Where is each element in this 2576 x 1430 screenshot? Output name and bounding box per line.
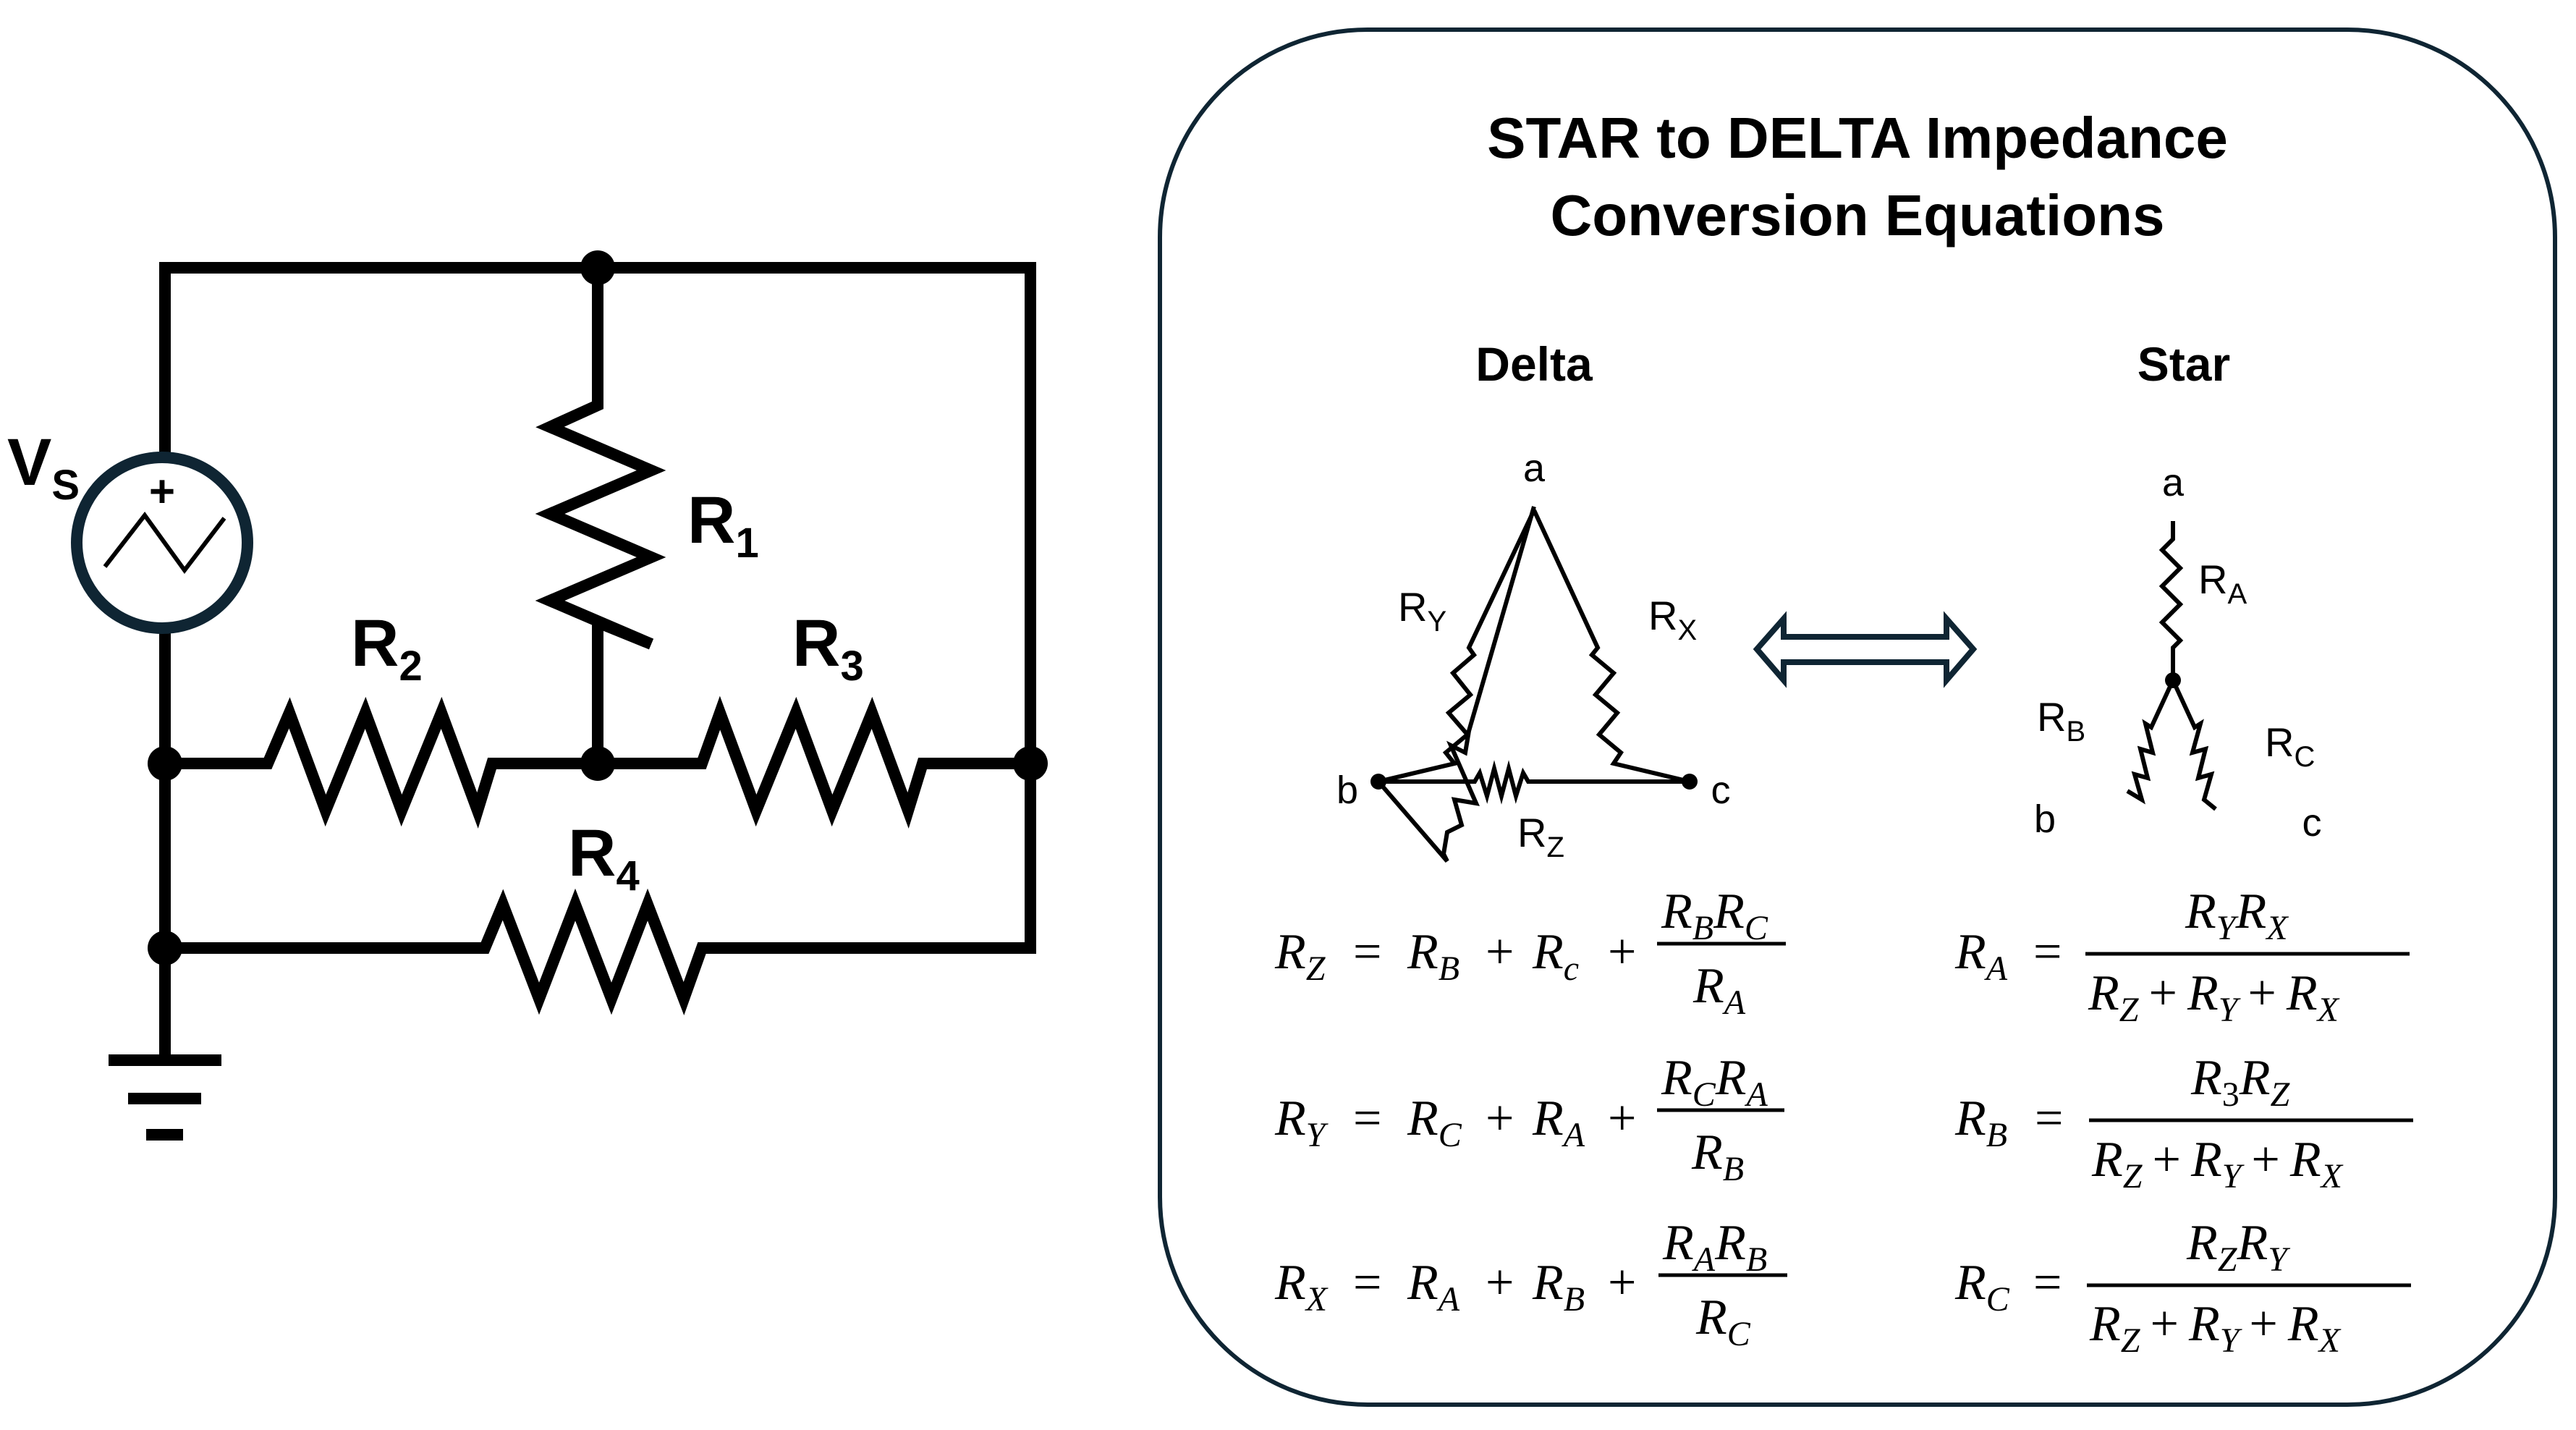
star-node-c-label: c bbox=[2302, 801, 2322, 845]
resistor-r3 bbox=[592, 695, 1036, 829]
delta-heading: Delta bbox=[1475, 337, 1593, 391]
eq-rz-denominator: RA bbox=[1692, 958, 1746, 1022]
equation-rc: RC = RZRY RZ+RY+RX bbox=[1954, 1215, 2411, 1360]
delta-bottom-side bbox=[1378, 760, 1690, 805]
r1-label: R1 bbox=[687, 483, 759, 567]
eq-rc-denominator: RZ+RY+RX bbox=[2089, 1296, 2342, 1360]
eq-ry-plus2: + bbox=[1608, 1091, 1636, 1146]
equation-rb: RB = R3RZ RZ+RY+RX bbox=[1954, 1050, 2413, 1196]
eq-rb-denominator: RZ+RY+RX bbox=[2091, 1132, 2344, 1196]
star-network: a b c RA RB RC bbox=[2034, 461, 2322, 845]
star-resistor-rb bbox=[2126, 679, 2175, 805]
eq-ry-equals: = bbox=[1353, 1091, 1381, 1146]
equation-ry: RY = RC + RA + RCRA RB bbox=[1274, 1050, 1784, 1188]
panel-title-line2: Conversion Equations bbox=[1550, 183, 2165, 248]
eq-ry-numerator: RCRA bbox=[1661, 1050, 1768, 1114]
delta-node-a-label: a bbox=[1523, 447, 1546, 490]
eq-rx-equals: = bbox=[1353, 1255, 1381, 1311]
eq-ra-denominator: RZ+RY+RX bbox=[2088, 965, 2340, 1029]
resistor-r4 bbox=[159, 888, 1036, 1016]
eq-rx-numerator: RARB bbox=[1662, 1215, 1767, 1279]
junction-left-bottom bbox=[148, 931, 182, 965]
source-label: VS bbox=[7, 426, 80, 509]
delta-node-b bbox=[1370, 774, 1386, 790]
eq-rz-equals: = bbox=[1353, 924, 1381, 980]
source-polarity: + bbox=[149, 467, 175, 517]
eq-rx-plus1: + bbox=[1486, 1255, 1514, 1311]
eq-rx-lhs: RX bbox=[1274, 1255, 1329, 1319]
equation-ra: RA = RYRX RZ+RY+RX bbox=[1954, 884, 2410, 1029]
junction-center bbox=[580, 746, 615, 781]
eq-ry-term2: RA bbox=[1532, 1091, 1585, 1154]
eq-rb-equals: = bbox=[2035, 1091, 2063, 1146]
equation-rz: RZ = RB + Rc + RBRC RA bbox=[1274, 884, 1786, 1022]
eq-rz-term2: Rc bbox=[1532, 924, 1579, 988]
eq-rx-denominator: RC bbox=[1695, 1290, 1751, 1353]
eq-rx-term1: RA bbox=[1407, 1255, 1460, 1319]
eq-ra-equals: = bbox=[2033, 924, 2062, 980]
delta-rz-label: RZ bbox=[1517, 810, 1564, 863]
r3-label: R3 bbox=[792, 606, 864, 690]
delta-network: a b c RY RX RZ bbox=[1336, 447, 1731, 863]
eq-ra-numerator: RYRX bbox=[2185, 884, 2289, 947]
eq-rz-plus2: + bbox=[1608, 924, 1636, 980]
eq-rx-plus2: + bbox=[1608, 1255, 1636, 1311]
eq-rb-lhs: RB bbox=[1954, 1091, 2007, 1154]
eq-rz-term1: RB bbox=[1407, 924, 1459, 988]
eq-rz-lhs: RZ bbox=[1274, 924, 1326, 988]
r4-label: R4 bbox=[568, 816, 640, 900]
delta-equations: RZ = RB + Rc + RBRC RA RY = RC + RA + RC… bbox=[1274, 884, 1787, 1353]
junction-top bbox=[580, 250, 615, 285]
eq-rz-plus1: + bbox=[1486, 924, 1514, 980]
delta-node-b-label: b bbox=[1336, 769, 1358, 812]
star-rb-label: RB bbox=[2037, 694, 2085, 748]
eq-ry-plus1: + bbox=[1486, 1091, 1514, 1146]
delta-resistor-ry bbox=[1376, 506, 1536, 863]
eq-rc-lhs: RC bbox=[1954, 1255, 2010, 1319]
equation-rx: RX = RA + RB + RARB RC bbox=[1274, 1215, 1787, 1353]
r2-label: R2 bbox=[351, 606, 423, 690]
junction-right-mid bbox=[1013, 746, 1048, 781]
circuit-schematic: + VS R1 R2 R3 R4 bbox=[7, 250, 1048, 1141]
triangle-wave-icon bbox=[103, 511, 226, 575]
resistor-r1 bbox=[535, 262, 666, 769]
resistor-r2 bbox=[159, 696, 603, 829]
eq-rc-numerator: RZRY bbox=[2186, 1215, 2290, 1279]
delta-ry-label: RY bbox=[1398, 584, 1446, 638]
delta-left-side bbox=[1378, 509, 1536, 784]
junction-left-mid bbox=[148, 746, 182, 781]
eq-rb-numerator: R3RZ bbox=[2190, 1050, 2291, 1114]
star-resistor-ra bbox=[2158, 521, 2184, 680]
delta-node-c-label: c bbox=[1711, 769, 1731, 812]
star-node-b-label: b bbox=[2034, 798, 2056, 841]
star-equations: RA = RYRX RZ+RY+RX RB = R3RZ RZ+RY+RX RC… bbox=[1954, 884, 2413, 1360]
eq-rc-equals: = bbox=[2033, 1255, 2062, 1311]
star-ra-label: RA bbox=[2198, 557, 2247, 610]
star-rc-label: RC bbox=[2265, 719, 2315, 773]
delta-node-c bbox=[1682, 774, 1698, 790]
double-arrow-icon bbox=[1753, 611, 1978, 688]
eq-ry-lhs: RY bbox=[1274, 1091, 1329, 1154]
eq-ra-lhs: RA bbox=[1954, 924, 2008, 988]
delta-rx-label: RX bbox=[1648, 593, 1697, 646]
eq-ry-term1: RC bbox=[1407, 1091, 1462, 1154]
star-center-node bbox=[2165, 672, 2181, 688]
star-resistor-rc bbox=[2171, 679, 2217, 811]
star-node-a-label: a bbox=[2162, 461, 2185, 504]
eq-ry-denominator: RB bbox=[1691, 1125, 1744, 1188]
eq-rx-term2: RB bbox=[1532, 1255, 1585, 1319]
eq-rz-numerator: RBRC bbox=[1661, 884, 1768, 947]
conversion-panel bbox=[1158, 28, 2557, 1407]
star-heading: Star bbox=[2137, 337, 2231, 391]
panel-title-line1: STAR to DELTA Impedance bbox=[1487, 106, 2228, 170]
delta-right-side bbox=[1532, 509, 1690, 784]
